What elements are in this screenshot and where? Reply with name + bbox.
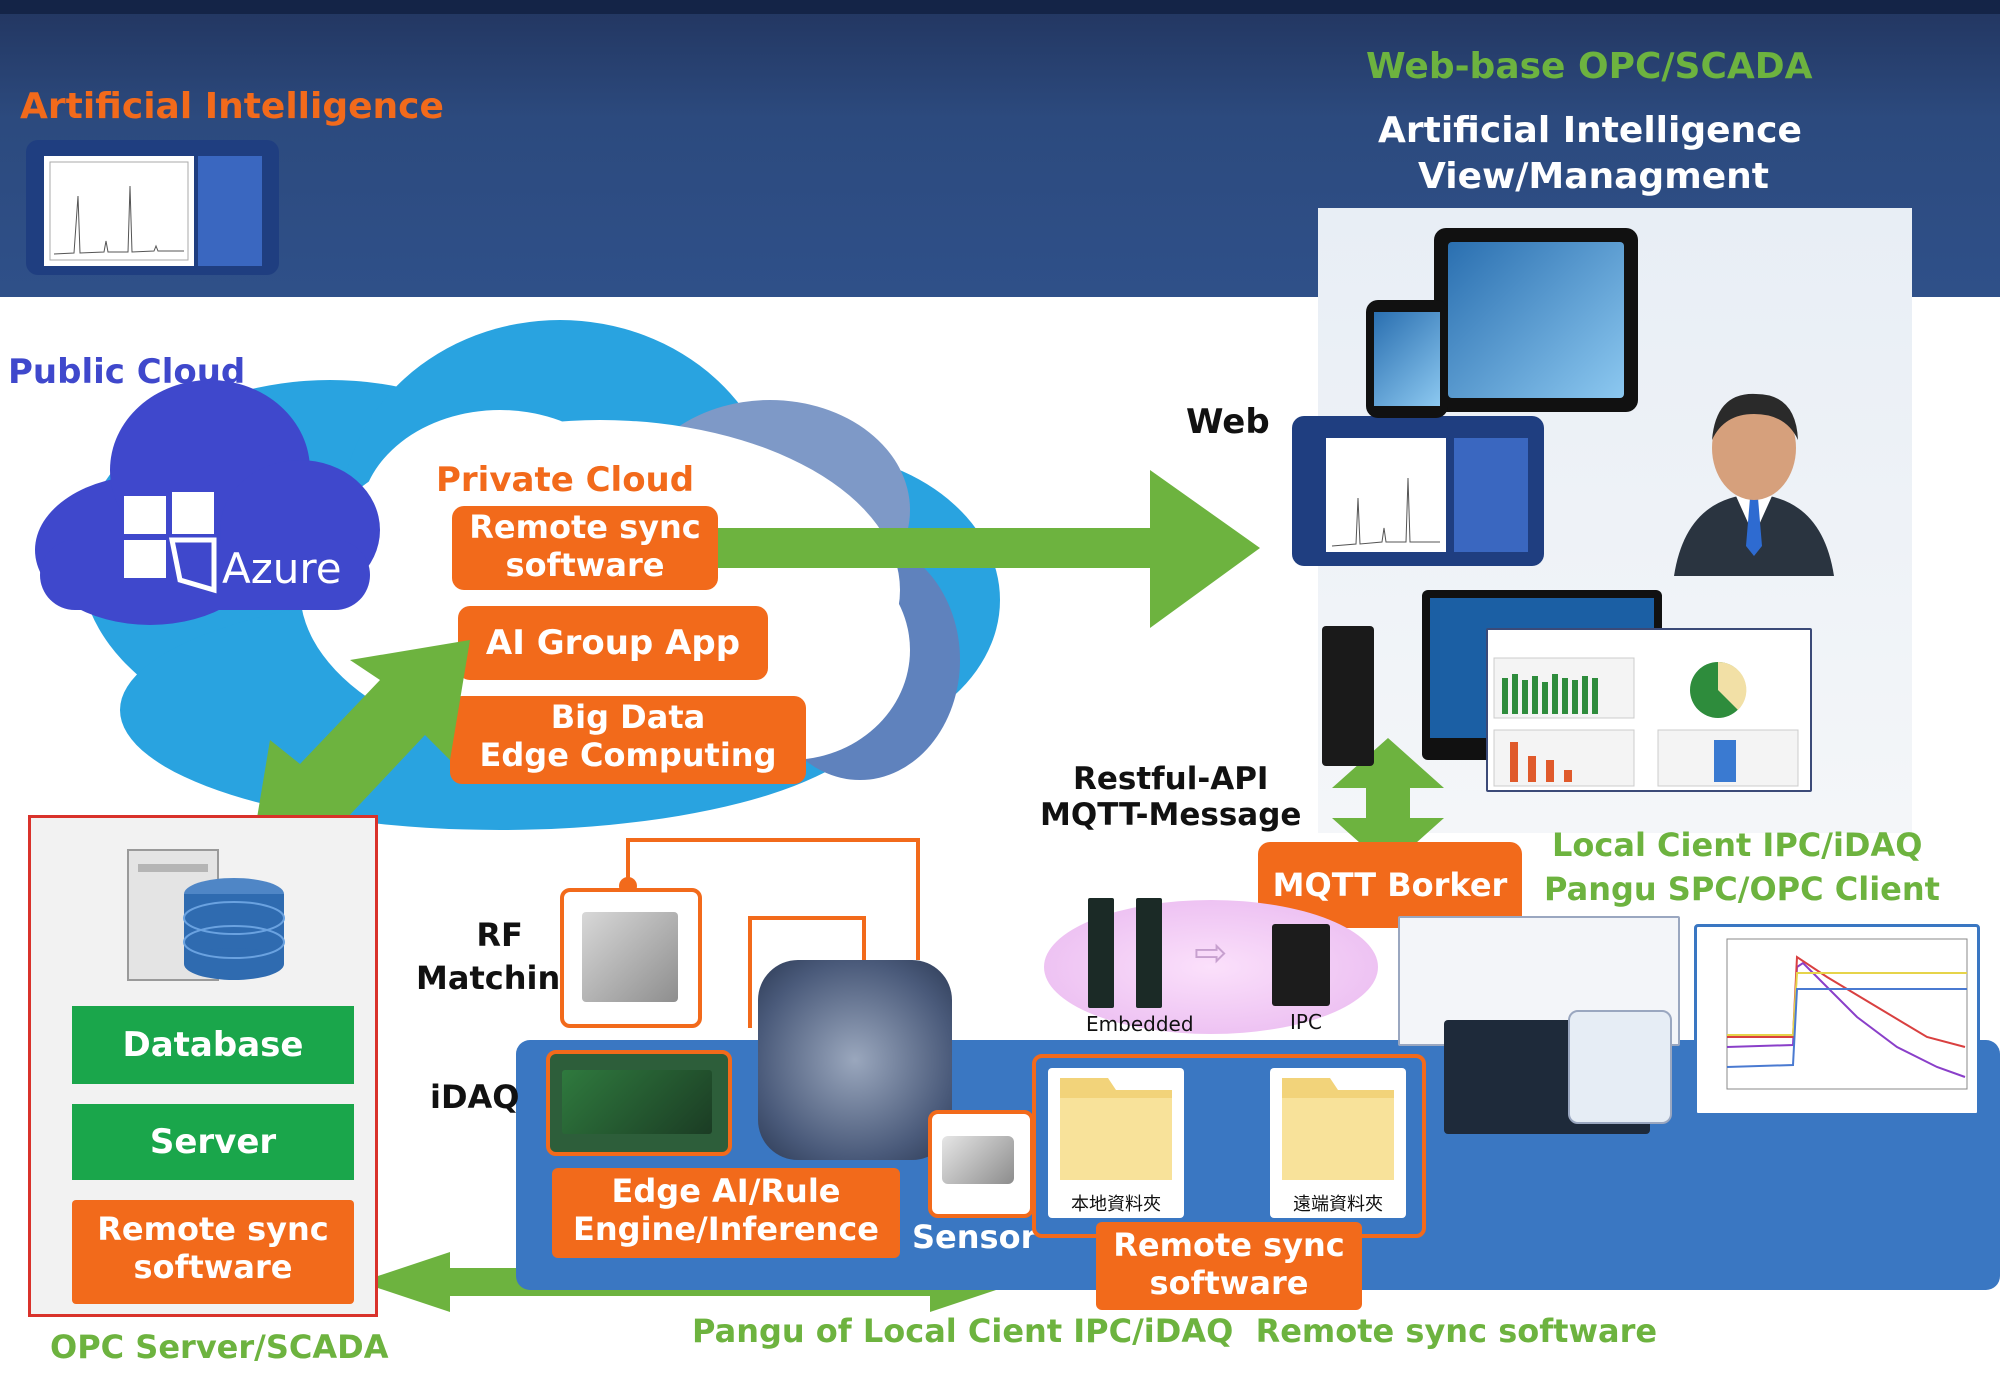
local-folder-graphic — [1060, 1078, 1172, 1180]
database-server-icon — [127, 849, 285, 981]
remote-folder-graphic — [1282, 1078, 1394, 1180]
big-data-box: Big Data Edge Computing — [450, 696, 806, 784]
opc-server-caption: OPC Server/SCADA — [50, 1328, 389, 1366]
windows-logo-icon — [124, 492, 217, 594]
rf-matching-label: RF Matching — [416, 916, 584, 998]
web-tablet-screen — [1326, 438, 1446, 552]
web-label: Web — [1186, 402, 1270, 442]
private-cloud-label: Private Cloud — [436, 460, 695, 500]
tablet-screen — [44, 156, 194, 266]
desktop-pc — [1322, 626, 1374, 766]
sensor-camera-device — [928, 1110, 1034, 1218]
web-tablet — [1292, 416, 1544, 566]
ai-view-title-line1: Artificial Intelligence — [1378, 110, 1802, 151]
local-folder-label: 本地資料夾 — [1071, 1194, 1161, 1215]
footer-caption: Pangu of Local Cient IPC/iDAQ Remote syn… — [692, 1312, 1658, 1350]
ai-group-app-box: AI Group App — [458, 606, 768, 680]
web-scada-title: Web-base OPC/SCADA — [1366, 46, 1813, 87]
cloud-remote-sync-box: Remote sync software — [452, 506, 718, 590]
rf-matching-device — [560, 888, 702, 1028]
smartphone-device — [1366, 300, 1448, 418]
spectrum-chart — [49, 161, 189, 261]
idaq-label: iDAQ — [430, 1078, 520, 1116]
ipc-device — [1272, 924, 1330, 1006]
pressure-chart-window — [1694, 924, 1980, 1116]
mqtt-double-arrow — [1332, 738, 1444, 868]
web-tablet-panel — [1454, 438, 1528, 552]
edge-ai-box: Edge AI/Rule Engine/Inference — [552, 1168, 900, 1258]
embedded-device-1 — [1088, 898, 1114, 1008]
cloud-server-double-arrow — [250, 640, 470, 860]
arrow-icon: ⇨ — [1194, 930, 1228, 976]
remote-folder-icon: 遠端資料夾 — [1270, 1068, 1406, 1218]
local-client-label-line2: Pangu SPC/OPC Client — [1544, 870, 1940, 908]
user-avatar-icon — [1674, 393, 1834, 576]
remote-folder-label: 遠端資料夾 — [1293, 1194, 1383, 1215]
scada-dashboard-screens — [1486, 628, 1812, 792]
idaq-card-device — [546, 1050, 732, 1156]
dashboard-charts — [1493, 657, 1799, 787]
server-remote-sync-box: Remote sync software — [72, 1200, 354, 1304]
client-status-window — [1568, 1010, 1672, 1124]
ai-view-title-line2: View/Managment — [1418, 156, 1769, 197]
public-cloud-label: Public Cloud — [8, 352, 246, 392]
tablet-side-panel — [198, 156, 262, 266]
header-banner-stripe — [0, 0, 2000, 14]
ipad-device — [1434, 228, 1638, 412]
local-folder-icon: 本地資料夾 — [1048, 1068, 1184, 1218]
ipc-label: IPC — [1290, 1010, 1322, 1034]
ai-dashboard-tablet — [26, 140, 279, 275]
embedded-device-2 — [1136, 898, 1162, 1008]
database-box: Database — [72, 1006, 354, 1084]
azure-label: Azure — [222, 544, 342, 593]
sensor-label: Sensor — [912, 1218, 1037, 1256]
server-box: Server — [72, 1104, 354, 1180]
process-tool-equipment — [758, 960, 952, 1160]
cloud-to-web-arrow — [718, 470, 1260, 628]
edge-remote-sync-box: Remote sync software — [1096, 1222, 1362, 1310]
pressure-chart — [1726, 938, 1968, 1090]
embedded-label: Embedded — [1086, 1012, 1194, 1036]
web-spectrum-chart — [1331, 477, 1440, 547]
restful-api-label: Restful-API MQTT-Message — [1040, 761, 1302, 833]
local-client-label-line1: Local Cient IPC/iDAQ — [1552, 826, 1923, 864]
ai-title-left: Artificial Intelligence — [20, 86, 444, 127]
